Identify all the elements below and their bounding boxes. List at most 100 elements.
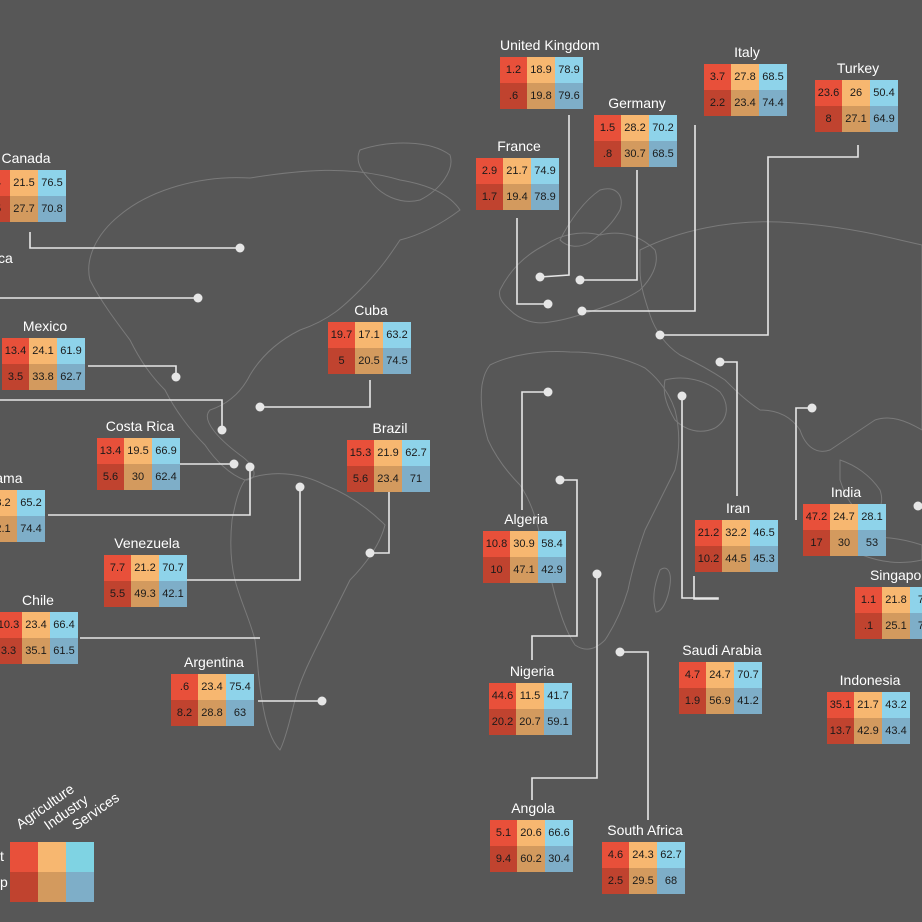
leader-mexico <box>88 365 177 377</box>
country-box: Canada.421.576.5.527.770.8 <box>0 149 69 223</box>
employment-value-cell: 24.7 <box>706 662 734 688</box>
employment-value-cell: 13.4 <box>2 338 29 364</box>
legend-swatch <box>66 872 94 902</box>
dot-italy <box>577 306 587 316</box>
country-name: Cuba <box>354 302 388 318</box>
employment-value-cell: 21.2 <box>131 555 159 581</box>
employment-value-cell: 76.5 <box>38 170 66 196</box>
employment-value-cell: 20.6 <box>517 820 545 846</box>
dot-cuba <box>255 402 265 412</box>
africa-outline <box>480 351 680 650</box>
gdp-value-cell: 56.9 <box>706 688 734 714</box>
gdp-value-cell: 28.8 <box>198 700 226 726</box>
leader-turkey <box>660 145 859 336</box>
leader-canada <box>29 232 240 249</box>
employment-value-cell: 35.1 <box>827 692 854 718</box>
europe-outline <box>499 232 657 324</box>
employment-value-cell: 13.4 <box>97 438 124 464</box>
employment-value-cell: 70.2 <box>649 115 677 141</box>
gdp-value-cell: 27.7 <box>10 196 38 222</box>
gdp-value-cell: 1.9 <box>679 688 706 714</box>
legend-row-employment: t <box>0 848 4 864</box>
employment-value-cell: .4 <box>0 170 10 196</box>
dot-costa-rica-up <box>217 425 227 435</box>
gdp-value-cell: 63 <box>226 700 254 726</box>
employment-value-cell: 4.6 <box>602 842 629 868</box>
employment-value-cell: 17.1 <box>355 322 383 348</box>
legend-swatch-grid <box>10 842 94 902</box>
employment-value-cell: 58.4 <box>538 531 566 557</box>
employment-value-cell: 21.9 <box>374 440 402 466</box>
employment-value-cell: 3.7 <box>704 64 731 90</box>
gdp-value-cell: 78.9 <box>531 184 559 210</box>
legend-swatch <box>10 842 38 872</box>
gdp-value-cell: 74.4 <box>17 516 45 542</box>
dot-canada <box>235 243 245 253</box>
gdp-value-cell: 25.1 <box>882 613 910 639</box>
country-name: Nigeria <box>509 663 555 679</box>
gdp-value-cell: 68 <box>657 868 685 894</box>
employment-value-cell: 43.2 <box>882 692 910 718</box>
dot-algeria <box>543 387 553 397</box>
country-name: Venezuela <box>114 535 180 551</box>
gdp-value-cell: 20.2 <box>489 709 516 735</box>
employment-value-cell: .6 <box>171 674 198 700</box>
gdp-value-cell: 8.2 <box>171 700 198 726</box>
gdp-value-cell: 23.4 <box>731 90 759 116</box>
country-name: Brazil <box>372 420 408 436</box>
dot-costa-rica <box>229 459 239 469</box>
employment-value-cell: 18.9 <box>527 57 555 83</box>
employment-value-cell: 62.7 <box>657 842 685 868</box>
country-name: South Africa <box>607 822 683 838</box>
gdp-value-cell: 5.6 <box>347 466 374 492</box>
gdp-value-cell: 10.2 <box>695 546 722 572</box>
employment-value-cell: 62.7 <box>402 440 430 466</box>
legend-row-gdp: p <box>0 874 8 890</box>
leader-france <box>516 218 548 305</box>
employment-value-cell: 23.4 <box>22 612 50 638</box>
dot-france <box>543 299 553 309</box>
gdp-value-cell: 47.1 <box>510 557 538 583</box>
gdp-value-cell: 74.4 <box>759 90 787 116</box>
gdp-value-cell: 42.9 <box>854 718 882 744</box>
dot-brazil <box>365 548 375 558</box>
country-name: Italy <box>734 44 760 60</box>
gdp-value-cell: 33.8 <box>29 364 57 390</box>
country-name: France <box>497 138 541 154</box>
legend-swatch <box>10 872 38 902</box>
employment-value-cell: 24.1 <box>29 338 57 364</box>
employment-value-cell: 65.2 <box>17 490 45 516</box>
partial-country-label: ca <box>0 250 13 266</box>
gdp-value-cell: 62.7 <box>57 364 85 390</box>
gdp-value-cell: 2.1 <box>0 516 17 542</box>
gdp-value-cell: 1.7 <box>476 184 503 210</box>
leader-south-africa <box>620 651 649 820</box>
employment-value-cell: 21.7 <box>854 692 882 718</box>
gdp-value-cell: 20.7 <box>516 709 544 735</box>
employment-value-cell: 8.2 <box>0 490 17 516</box>
legend-swatch <box>66 842 94 872</box>
employment-value-cell: 4.7 <box>679 662 706 688</box>
employment-value-cell: 21.2 <box>695 520 722 546</box>
gdp-value-cell: 42.9 <box>538 557 566 583</box>
leader-costa-rica-up <box>0 399 223 430</box>
gdp-value-cell: 17 <box>803 530 830 556</box>
gdp-value-cell: 70.8 <box>38 196 66 222</box>
gdp-value-cell: 27.1 <box>842 106 870 132</box>
gdp-value-cell: 42.1 <box>159 581 187 607</box>
dot-venezuela <box>295 482 305 492</box>
employment-value-cell: 46.5 <box>750 520 778 546</box>
